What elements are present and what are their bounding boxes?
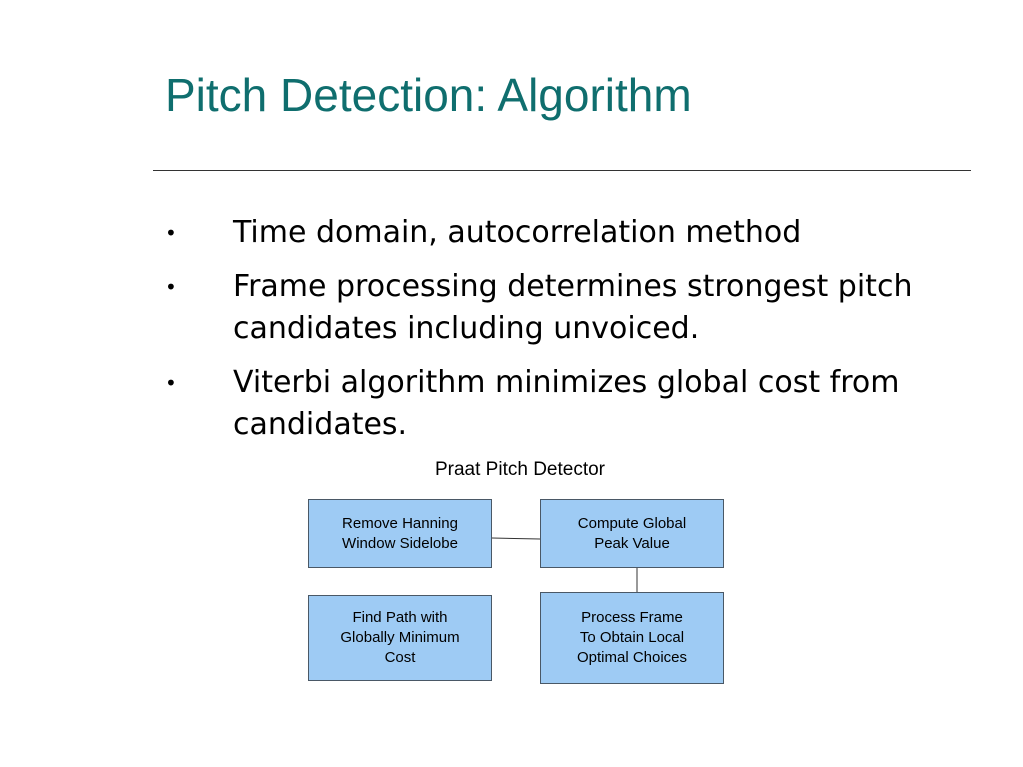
bullet-list: • Time domain, autocorrelation method • … xyxy=(165,212,985,458)
bullet-item: • Viterbi algorithm minimizes global cos… xyxy=(165,362,985,446)
connector-remove-to-compute xyxy=(491,537,541,540)
bullet-item: • Time domain, autocorrelation method xyxy=(165,212,985,254)
title-divider xyxy=(153,170,971,171)
slide-title: Pitch Detection: Algorithm xyxy=(165,69,692,121)
box-label: Find Path with Globally Minimum Cost xyxy=(340,609,460,666)
box-find-path: Find Path with Globally Minimum Cost xyxy=(308,595,492,681)
bullet-dot: • xyxy=(165,371,177,395)
bullet-item: • Frame processing determines strongest … xyxy=(165,266,985,350)
box-remove-hanning: Remove Hanning Window Sidelobe xyxy=(308,499,492,568)
bullet-dot: • xyxy=(165,275,177,299)
box-label: Compute Global Peak Value xyxy=(577,514,687,552)
bullet-text: Viterbi algorithm minimizes global cost … xyxy=(233,365,900,442)
bullet-text: Frame processing determines strongest pi… xyxy=(233,269,913,346)
box-compute-global: Compute Global Peak Value xyxy=(540,499,724,568)
box-label: Process Frame To Obtain Local Optimal Ch… xyxy=(576,609,688,666)
bullet-dot: • xyxy=(165,221,177,245)
diagram-caption: Praat Pitch Detector xyxy=(434,459,606,480)
bullet-text: Time domain, autocorrelation method xyxy=(233,215,802,250)
box-process-frame: Process Frame To Obtain Local Optimal Ch… xyxy=(540,592,724,684)
box-label: Remove Hanning Window Sidelobe xyxy=(342,514,458,552)
